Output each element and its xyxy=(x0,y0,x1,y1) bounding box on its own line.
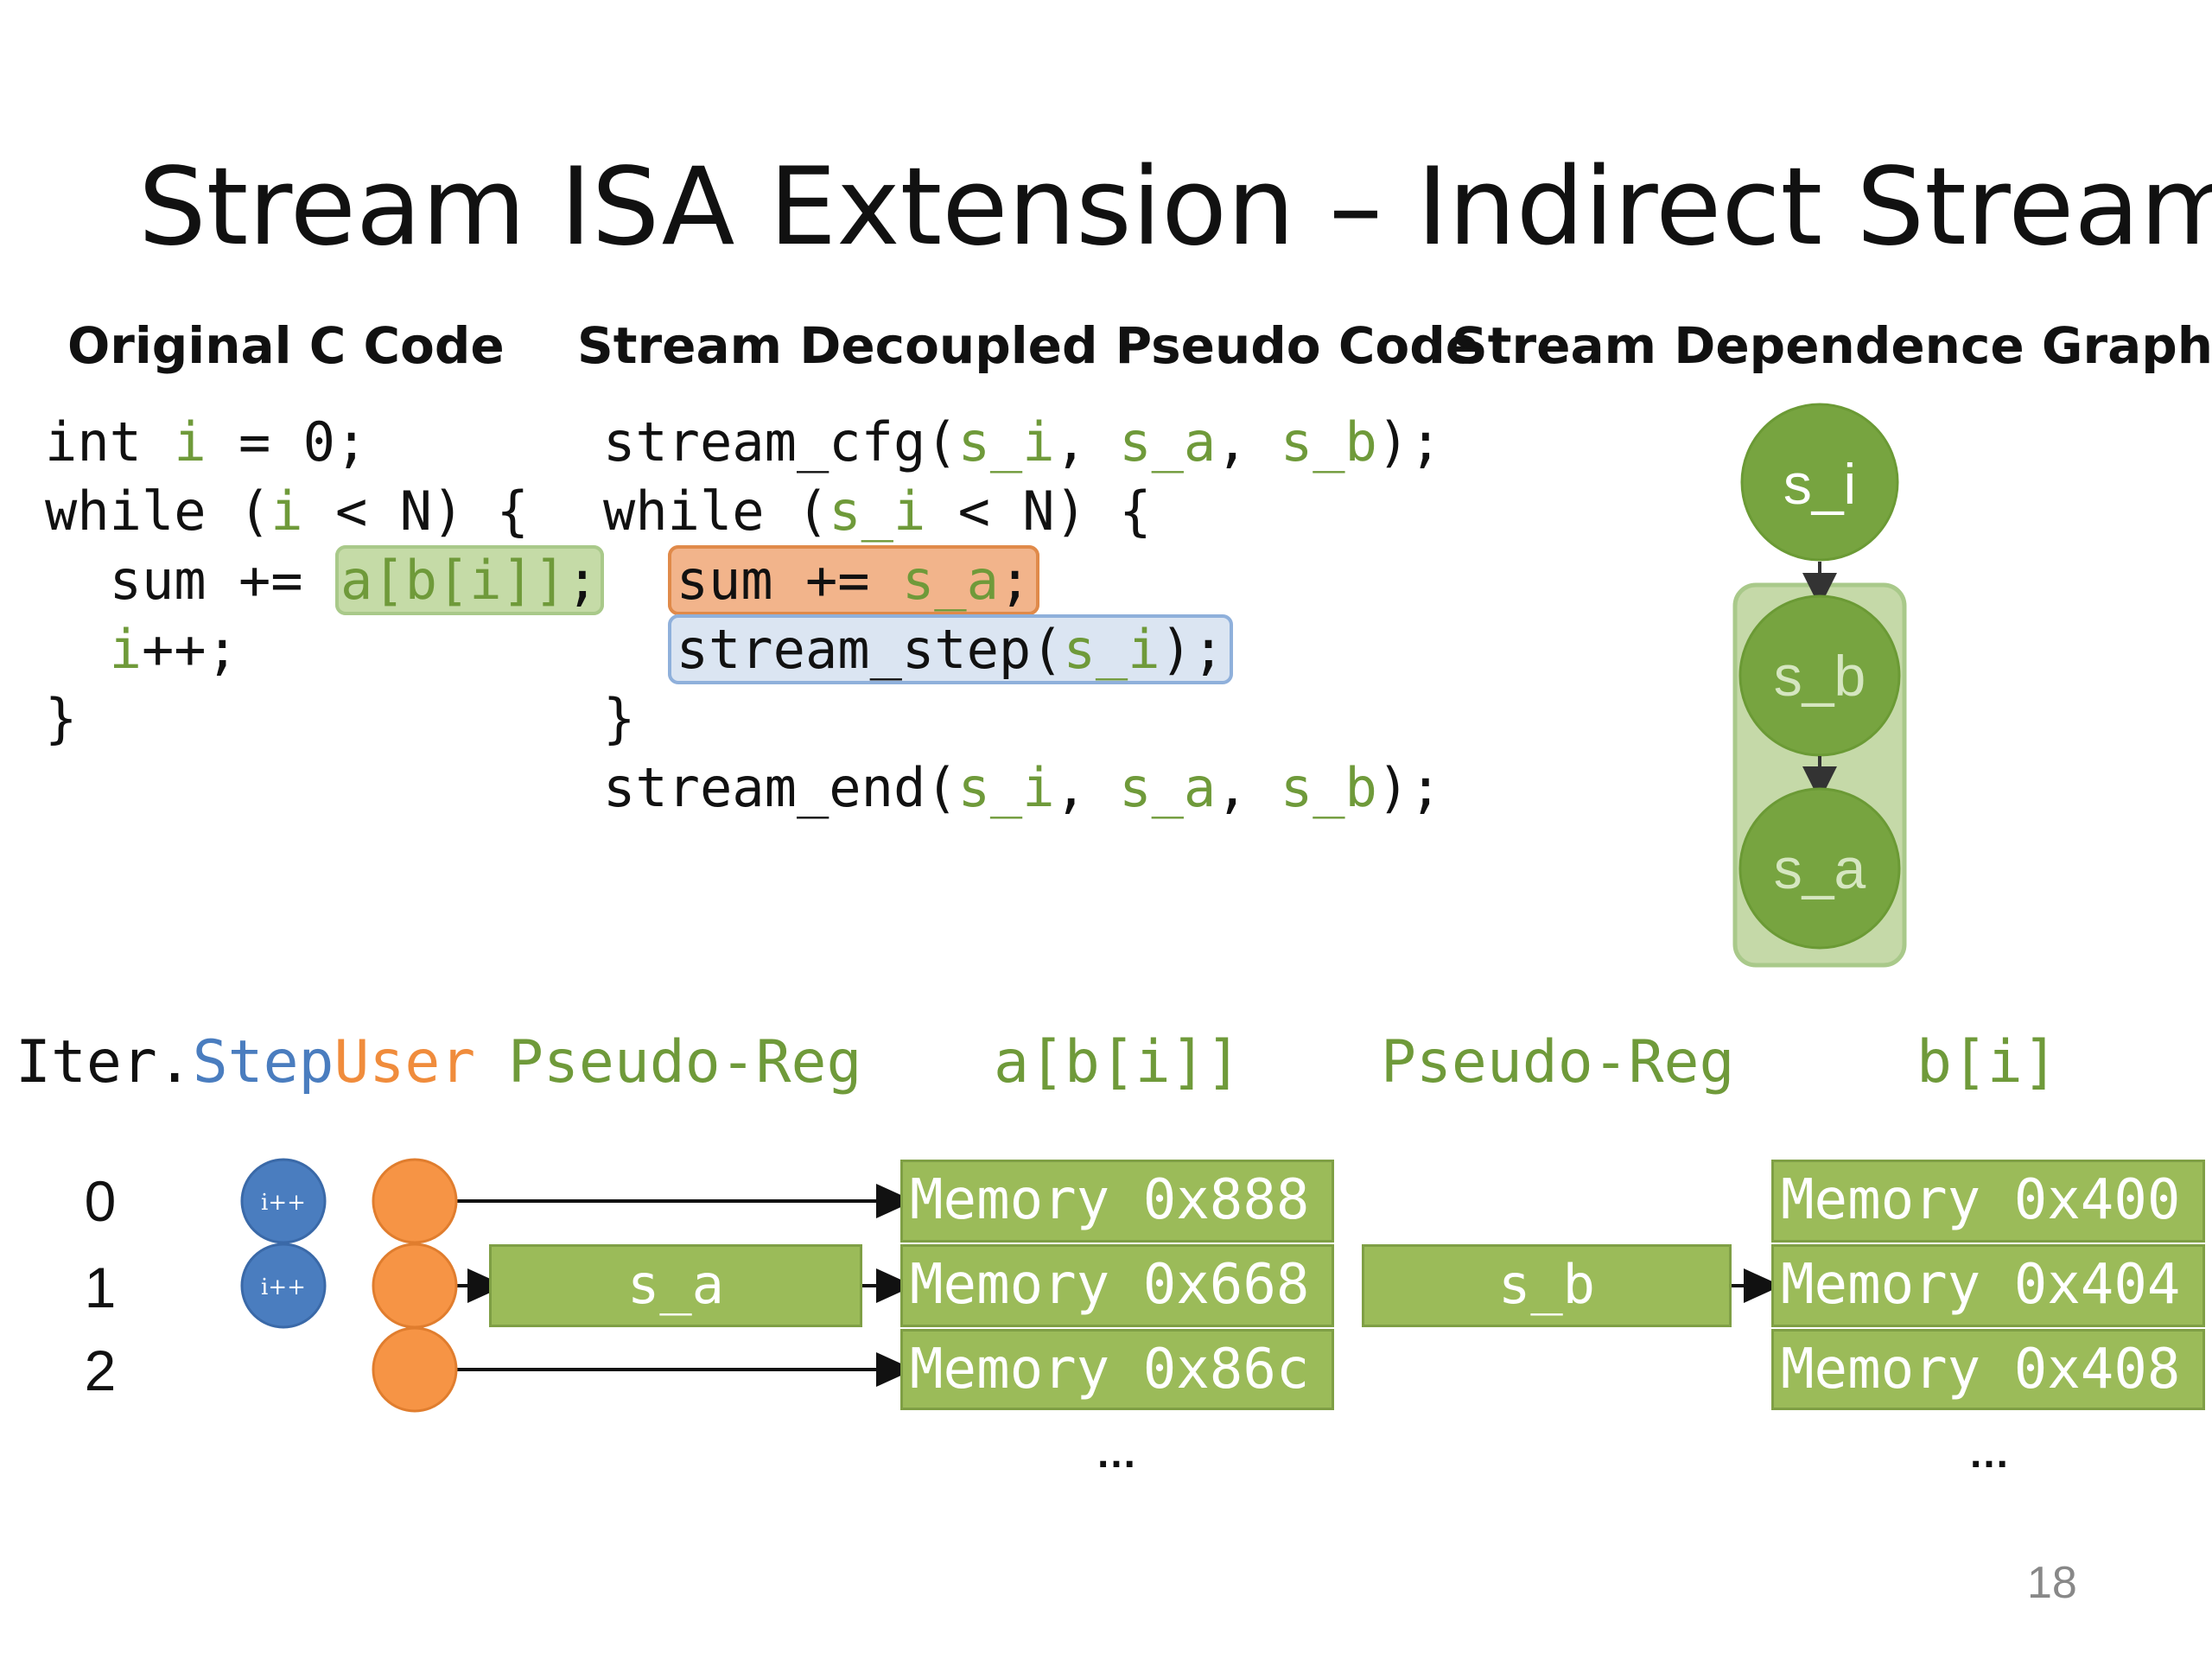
code-line: sum += s_a; xyxy=(603,545,1040,615)
pseudo-code-block: stream_cfg(s_i, s_a, s_b); while (s_i < … xyxy=(603,408,1442,823)
graph-node-label: s_b xyxy=(1774,644,1866,708)
header-graph: Stream Dependence Graph xyxy=(1452,316,2212,375)
code-line: } xyxy=(603,687,636,750)
timeline-diagram: i++ i++ xyxy=(240,1158,1782,1413)
graph-node-s-b xyxy=(1738,594,1901,757)
header-pseudo-reg-b: Pseudo-Reg xyxy=(1381,1028,1735,1096)
dependence-graph: s_i s_b s_a xyxy=(1732,403,1907,968)
header-user: User xyxy=(334,1028,476,1096)
header-iter: Iter. xyxy=(16,1028,193,1096)
user-circle xyxy=(372,1326,458,1413)
code-line: while (i < N) { xyxy=(45,480,529,543)
table-header-row: Iter.StepUser xyxy=(16,1028,475,1097)
code-line: stream_end(s_i, s_a, s_b); xyxy=(603,756,1442,819)
graph-node-label: s_i xyxy=(1783,452,1856,516)
code-line: while (s_i < N) { xyxy=(603,480,1152,543)
pseudo-reg-s-a: s_a xyxy=(489,1244,862,1327)
user-circle xyxy=(372,1158,458,1244)
c-code-block: int i = 0; while (i < N) { sum += a[b[i]… xyxy=(45,408,604,753)
ellipsis-b: … xyxy=(1968,1431,2010,1477)
a-memory-cell: Memory 0x888 xyxy=(900,1160,1334,1243)
header-pseudo-reg-a: Pseudo-Reg xyxy=(508,1028,862,1096)
iter-number: 1 xyxy=(84,1255,117,1319)
graph-node-s-i xyxy=(1740,403,1899,562)
slide-title: Stream ISA Extension – Indirect Stream xyxy=(138,145,2212,270)
header-c-code: Original C Code xyxy=(67,316,505,375)
b-memory-cell: Memory 0x404 xyxy=(1771,1244,2205,1327)
b-memory-cell: Memory 0x400 xyxy=(1771,1160,2205,1243)
step-circle xyxy=(240,1243,327,1329)
graph-node-s-a xyxy=(1738,787,1901,950)
code-line: i++; xyxy=(109,618,238,681)
code-line: stream_step(s_i); xyxy=(603,614,1234,684)
iter-number: 0 xyxy=(84,1169,117,1233)
a-memory-cell: Memory 0x668 xyxy=(900,1244,1334,1327)
user-circle xyxy=(372,1243,458,1329)
step-label: i++ xyxy=(261,1190,306,1216)
b-memory-cell: Memory 0x408 xyxy=(1771,1329,2205,1410)
pseudo-reg-s-b: s_b xyxy=(1362,1244,1732,1327)
iter-number: 2 xyxy=(84,1338,117,1402)
header-step: Step xyxy=(192,1028,334,1096)
code-line: stream_cfg(s_i, s_a, s_b); xyxy=(603,410,1442,474)
graph-node-label: s_a xyxy=(1774,836,1866,900)
header-b-expr: b[i] xyxy=(1916,1028,2058,1096)
header-pseudo-code: Stream Decoupled Pseudo Code xyxy=(577,316,1480,375)
code-line: } xyxy=(45,687,78,750)
ellipsis-a: … xyxy=(1096,1431,1137,1477)
code-line: sum += a[b[i]]; xyxy=(45,545,604,615)
code-line: int i = 0; xyxy=(45,410,368,474)
step-label: i++ xyxy=(261,1274,306,1300)
header-a-expr: a[b[i]] xyxy=(994,1028,1242,1096)
page-number: 18 xyxy=(2027,1558,2077,1608)
a-memory-cell: Memory 0x86c xyxy=(900,1329,1334,1410)
step-circle xyxy=(240,1158,327,1244)
